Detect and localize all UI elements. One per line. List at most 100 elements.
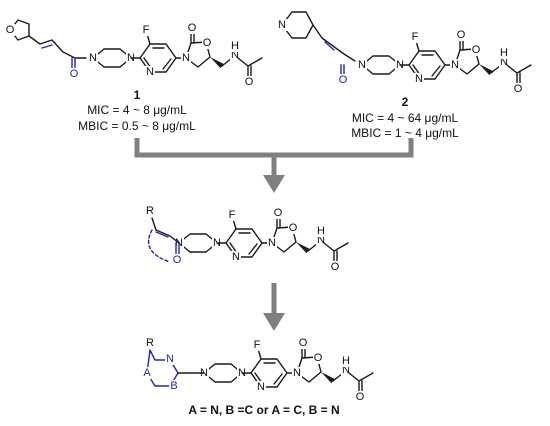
pyr-ring-b-bg <box>169 380 179 392</box>
mid-oxazolidinone-n: N <box>268 237 276 249</box>
c2-amide-o: O <box>339 74 348 86</box>
c1-amide-o-bg <box>69 68 79 80</box>
c2-oxazolidinone-o: O <box>472 44 481 56</box>
compound-1-mbic: MBIC = 0.5 ~ 8 μg/mL <box>78 119 196 133</box>
c1-amide-o: O <box>70 68 79 80</box>
pyr-ring-a: A <box>143 367 151 379</box>
pyr-ring-n: N <box>166 353 174 365</box>
mid-acetyl-o: O <box>331 261 340 273</box>
c1-pyridine-n: N <box>146 66 154 78</box>
pyr-oxazolidinone-o: O <box>314 352 323 364</box>
pyr-oxazolidinone-n-bg <box>292 367 302 379</box>
c1-oxazolidinone-n: N <box>182 52 190 64</box>
pyr-oxazolidinone-ring <box>296 356 322 383</box>
mid-acetyl-o-bg <box>330 261 340 273</box>
mid-r-group-bg <box>145 205 155 217</box>
mid-amide-h-bg <box>316 225 326 237</box>
pyr-acetyl-o: O <box>356 391 365 403</box>
c2-amide-n: N <box>500 56 508 68</box>
c1-furan-ring <box>9 19 30 41</box>
mid-pyridine-n-bg <box>231 251 241 263</box>
pyr-amide-n: N <box>342 364 350 376</box>
pyr-acetyl-bonds <box>348 372 374 394</box>
c2-oxazolidinone-n-bg <box>450 59 460 71</box>
pyr-amide-h: H <box>342 355 350 367</box>
mid-pyridine-n: N <box>232 251 240 263</box>
c1-acryl-double <box>41 44 53 49</box>
c1-carbonyl-o: O <box>188 22 197 34</box>
pyr-carbonyl-o-bg <box>298 337 308 349</box>
mid-amide-n: N <box>317 234 325 246</box>
compound-1-mic: MIC = 4 ~ 8 μg/mL <box>87 103 187 117</box>
pyr-pyridine-n-bg <box>256 381 266 393</box>
merge-arrow-head <box>263 175 285 193</box>
mid-acetyl-bonds <box>323 242 349 264</box>
c1-piperazine-n1-bg <box>88 52 98 64</box>
pyr-amide-n-bg <box>341 364 351 376</box>
c1-oxazolidinone-o: O <box>203 37 212 49</box>
c2-pyridyl-n: N <box>278 19 286 31</box>
pyr-r-group: R <box>146 337 154 349</box>
compound-2-mic: MIC = 4 ~ 64 μg/mL <box>352 111 459 125</box>
pyr-acetyl-o-bg <box>355 391 365 403</box>
c2-acetyl-bonds <box>506 64 532 86</box>
c2-oxazolidinone-ring <box>454 48 480 75</box>
mid-fluorine-bg <box>227 209 237 221</box>
pyr-stereo-wedge <box>321 372 335 384</box>
pyr-oxazolidinone-o-bg <box>313 352 323 364</box>
mid-amide-n-bg <box>316 234 326 246</box>
c1-acetyl-bonds <box>237 57 263 79</box>
mid-oxazolidinone-o: O <box>289 222 298 234</box>
c1-furan-o-bg <box>5 24 15 36</box>
design-arrow-head <box>263 313 285 331</box>
mid-acryl-chain <box>151 217 180 244</box>
c1-amide-h: H <box>231 40 239 52</box>
c1-oxazolidinone-o-bg <box>202 37 212 49</box>
c1-fluorine: F <box>143 24 150 36</box>
c2-fluorine-bg <box>410 31 420 43</box>
pyr-ring-b: B <box>170 380 177 392</box>
c1-furan-o: O <box>6 24 15 36</box>
merge-arrow-bracket <box>134 138 414 176</box>
c2-acryl-chain <box>312 24 356 62</box>
mid-oxazolidinone-n-bg <box>267 237 277 249</box>
c1-oxazolidinone-ring <box>185 41 211 68</box>
mid-carbonyl-o: O <box>274 207 283 219</box>
c2-oxazolidinone-o-bg <box>471 44 481 56</box>
mid-amide-o: O <box>173 254 182 266</box>
c1-amide-h-bg <box>230 40 240 52</box>
c1-acryl-chain <box>28 35 87 59</box>
c1-acetyl-o-bg <box>244 76 254 88</box>
pyr-oxazolidinone-n: N <box>293 367 301 379</box>
c2-fluorine: F <box>412 31 419 43</box>
c1-acetyl-o: O <box>245 76 254 88</box>
c2-amide-h: H <box>500 47 508 59</box>
c1-piperazine-ring <box>92 48 132 68</box>
c1-amide-n-bg <box>230 49 240 61</box>
mid-oxazolidinone-o-bg <box>288 222 298 234</box>
c2-piperazine-ring <box>361 55 401 75</box>
c2-amide-n-bg <box>499 56 509 68</box>
mid-oxazolidinone-ring <box>271 226 297 253</box>
c2-pyridine-n: N <box>415 73 423 85</box>
c1-piperazine-n1: N <box>89 52 97 64</box>
mid-r-group: R <box>146 205 154 217</box>
mid-amide-o-bg <box>172 254 182 266</box>
pyr-fluorine-bg <box>252 339 262 351</box>
c2-piperazine-n1-bg <box>357 59 367 71</box>
c2-oxazolidinone-n: N <box>451 59 459 71</box>
mid-amide-h: H <box>317 225 325 237</box>
c2-acetyl-o: O <box>514 83 523 95</box>
c2-carbonyl-o: O <box>457 29 466 41</box>
c1-pyridine-n-bg <box>145 66 155 78</box>
c2-acryl-double <box>324 41 335 51</box>
pyr-piperazine-ring <box>203 363 243 383</box>
compound-2-number: 2 <box>402 95 409 109</box>
compound-1-number: 1 <box>134 88 141 102</box>
c2-amide-h-bg <box>499 47 509 59</box>
pyr-amide-h-bg <box>341 355 351 367</box>
mid-piperazine-ring <box>178 233 218 253</box>
pyrimidine-definition: A = N, B =C or A = C, B = N <box>188 403 339 417</box>
